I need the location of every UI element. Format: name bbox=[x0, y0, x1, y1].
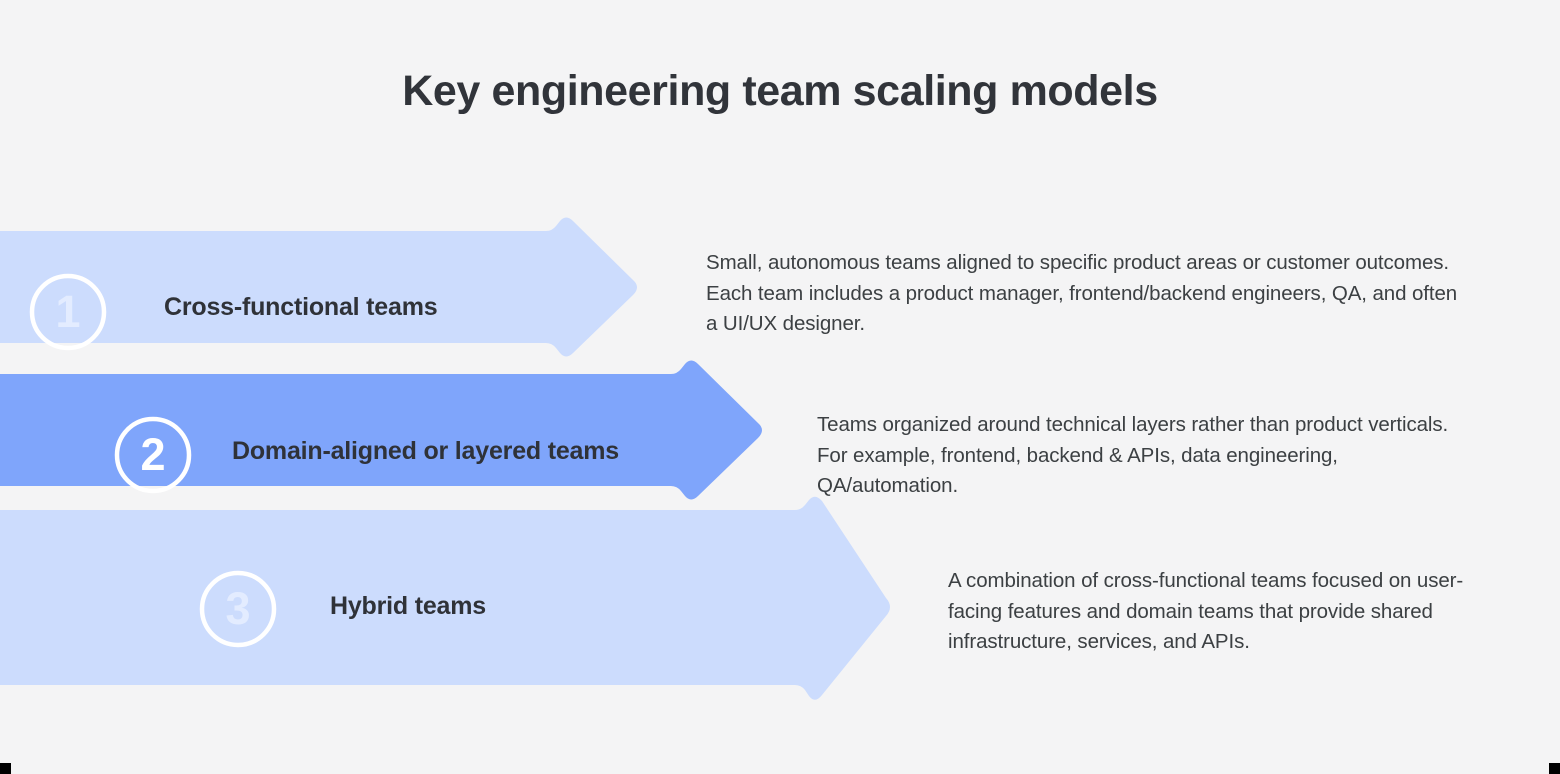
arrow-label-1: Cross-functional teams bbox=[164, 293, 438, 321]
arrow-row-1: 1 Cross-functional teams bbox=[0, 205, 700, 370]
step-badge-2: 2 bbox=[114, 416, 192, 494]
step-badge-3: 3 bbox=[199, 570, 277, 648]
arrow-row-2: 2 Domain-aligned or layered teams bbox=[0, 352, 800, 518]
description-2: Teams organized around technical layers … bbox=[817, 413, 1449, 497]
svg-text:3: 3 bbox=[225, 583, 250, 634]
arrow-shape-1 bbox=[0, 217, 637, 357]
corner-artifact-right bbox=[1549, 763, 1560, 774]
description-1: Small, autonomous teams aligned to speci… bbox=[706, 251, 1458, 335]
arrow-shape-2 bbox=[0, 360, 762, 500]
svg-text:2: 2 bbox=[140, 429, 165, 480]
corner-artifact-left bbox=[0, 763, 11, 774]
svg-text:1: 1 bbox=[55, 286, 80, 337]
arrow-label-3: Hybrid teams bbox=[330, 592, 486, 620]
description-3: A combination of cross-functional teams … bbox=[948, 569, 1464, 653]
arrow-row-3: 3 Hybrid teams bbox=[0, 490, 940, 715]
arrow-shape-3 bbox=[0, 496, 890, 700]
arrow-label-2: Domain-aligned or layered teams bbox=[232, 437, 619, 465]
page-title: Key engineering team scaling models bbox=[402, 67, 1158, 115]
step-badge-1: 1 bbox=[29, 273, 107, 351]
